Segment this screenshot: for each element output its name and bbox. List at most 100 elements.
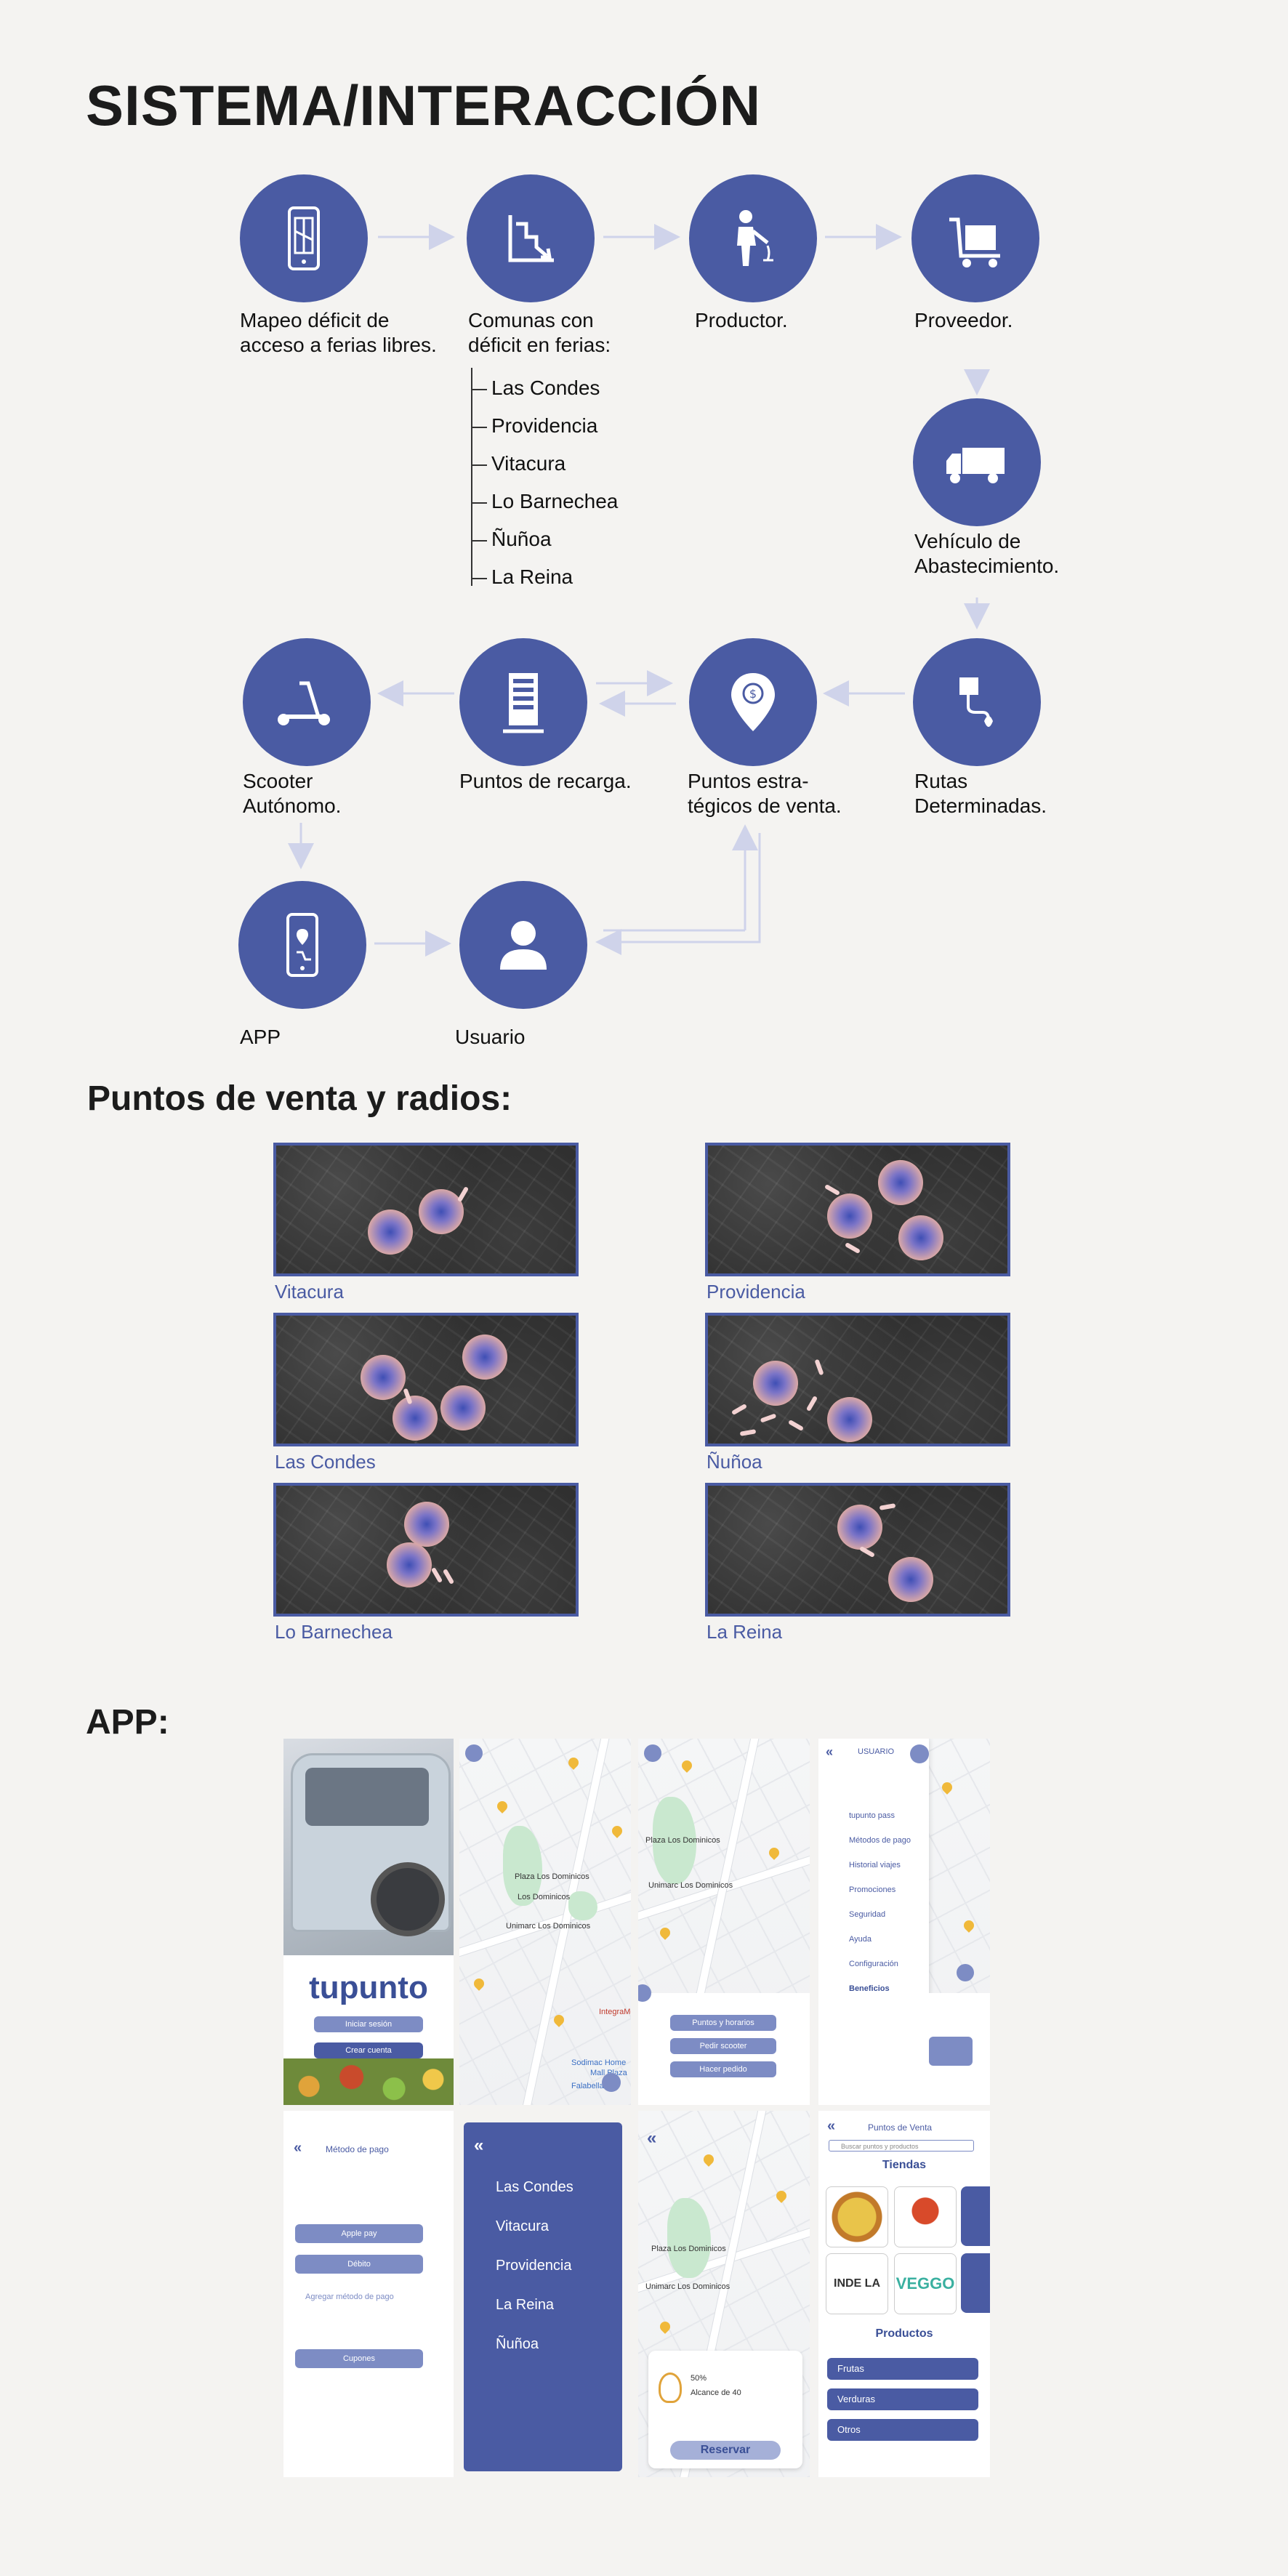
mapeo-node [240,174,368,302]
product-category[interactable]: Otros [827,2419,978,2441]
list-item: Ñuñoa [472,528,552,550]
back-chevron-icon[interactable]: « [647,2128,657,2148]
route-icon [959,677,993,727]
back-chevron-icon[interactable]: « [474,2136,484,2155]
puntos-venta-node: $ [689,638,817,766]
user-icon [500,921,547,970]
productor-node [689,174,817,302]
map-label: La Reina [707,1621,783,1643]
comuna-item[interactable]: Vitacura [496,2218,550,2234]
map-label: Ñuñoa [707,1451,762,1473]
location-button[interactable] [638,1984,651,2002]
location-button[interactable] [602,2073,621,2092]
app-label: APP [240,1026,281,1048]
usuario-node [459,881,587,1009]
comuna-item[interactable]: La Reina [496,2297,555,2313]
rutas-node [913,638,1041,766]
productor-label: Productor. [695,309,788,331]
menu-item[interactable]: Seguridad [849,1910,886,1919]
range-text: Alcance de 40 [691,2388,741,2397]
back-chevron-icon[interactable]: « [827,2118,836,2134]
request-scooter-button[interactable]: Pedir scooter [670,2038,776,2054]
map-label: Lo Barnechea [275,1621,393,1643]
charging-station-icon [503,673,544,733]
fruit-photo [283,2058,454,2105]
recarga-node [459,638,587,766]
scooter-icon [659,2372,682,2403]
list-item: Las Condes [472,377,600,399]
add-payment-link[interactable]: Agregar método de pago [305,2293,394,2301]
user-avatar[interactable] [910,1744,929,1763]
scooter-icon [278,681,330,725]
map-la-reina [705,1483,1010,1617]
products-title: Productos [875,2327,933,2340]
list-item: Vitacura [472,452,566,475]
actions-panel: Puntos y horarios Pedir scooter Hacer pe… [638,1993,810,2105]
map-nunoa [705,1313,1010,1446]
user-avatar[interactable] [465,1744,483,1762]
menu-item[interactable]: Historial viajes [849,1861,901,1869]
comunas-panel: « Las Condes Vitacura Providencia La Rei… [464,2122,622,2471]
vehiculo-node [913,398,1041,526]
app-node [238,881,366,1009]
splash-screen: tupunto Iniciar sesión Crear cuenta [283,1739,454,2105]
comuna-item[interactable]: Ñuñoa [496,2336,539,2352]
apple-pay-option[interactable]: Apple pay [295,2224,423,2243]
store-logo[interactable]: VEGGO [894,2253,957,2314]
points-hours-button[interactable]: Puntos y horarios [670,2015,776,2031]
battery-percent: 50% [691,2374,707,2383]
flow-arrows [288,224,990,957]
map-label: Providencia [707,1281,805,1303]
reserve-card: 50% Alcance de 40 Reservar [648,2351,802,2468]
map-las-condes [273,1313,579,1446]
list-item: Providencia [472,414,598,437]
signup-button[interactable]: Crear cuenta [314,2042,423,2058]
product-category[interactable]: Verduras [827,2388,978,2410]
menu-item[interactable]: tupunto pass [849,1811,895,1820]
product-category[interactable]: Frutas [827,2358,978,2380]
map-vitacura [273,1143,579,1276]
payment-header: Método de pago [326,2144,389,2154]
debit-option[interactable]: Débito [295,2255,423,2274]
login-button[interactable]: Iniciar sesión [314,2016,423,2032]
coupons-button[interactable]: Cupones [295,2349,423,2368]
menu-item[interactable]: Configuración [849,1960,898,1968]
back-chevron-icon[interactable]: « [826,1744,834,1759]
reserve-button[interactable]: Reservar [670,2441,781,2460]
comunas-node [467,174,595,302]
menu-item[interactable]: Promociones [849,1885,896,1894]
side-menu: « USUARIO tupunto pass Métodos de pago H… [818,1739,929,2105]
farmer-icon [737,210,773,266]
vehicle-photo [283,1739,454,1955]
map-label: Vitacura [275,1281,344,1303]
reserve-screen: « Plaza Los Dominicos Unimarc Los Domini… [638,2111,810,2477]
brand-logo: tupunto [309,1970,428,2005]
store-logo[interactable] [826,2186,888,2247]
place-order-button[interactable]: Hacer pedido [670,2061,776,2077]
truck-icon [946,448,1005,483]
map-label: Las Condes [275,1451,376,1473]
page-title: SISTEMA/INTERACCIÓN [86,73,762,137]
proveedor-label: Proveedor. [914,309,1013,331]
phone-pin-icon [286,913,318,977]
menu-item[interactable]: Ayuda [849,1935,872,1944]
back-chevron-icon[interactable]: « [294,2140,302,2156]
puntos-venta-label: Puntos estra-tégicos de venta. [688,770,842,817]
search-input[interactable]: Buscar puntos y productos [829,2140,974,2152]
menu-item[interactable]: Beneficios [849,1984,890,1993]
list-item: La Reina [472,565,573,588]
user-avatar[interactable] [644,1744,661,1762]
stores-screen: « Puntos de Venta Buscar puntos y produc… [818,2111,990,2477]
menu-item[interactable]: Métodos de pago [849,1836,911,1845]
user-menu-screen: « USUARIO tupunto pass Métodos de pago H… [818,1739,990,2105]
comuna-item[interactable]: Providencia [496,2258,572,2274]
comunas-screen: « Las Condes Vitacura Providencia La Rei… [461,2111,631,2477]
store-logo[interactable] [894,2186,957,2247]
store-logo[interactable]: INDE LA CO [826,2253,888,2314]
comuna-item[interactable]: Las Condes [496,2179,573,2195]
app-section-title: APP: [86,1703,169,1742]
location-button[interactable] [957,1964,974,1981]
